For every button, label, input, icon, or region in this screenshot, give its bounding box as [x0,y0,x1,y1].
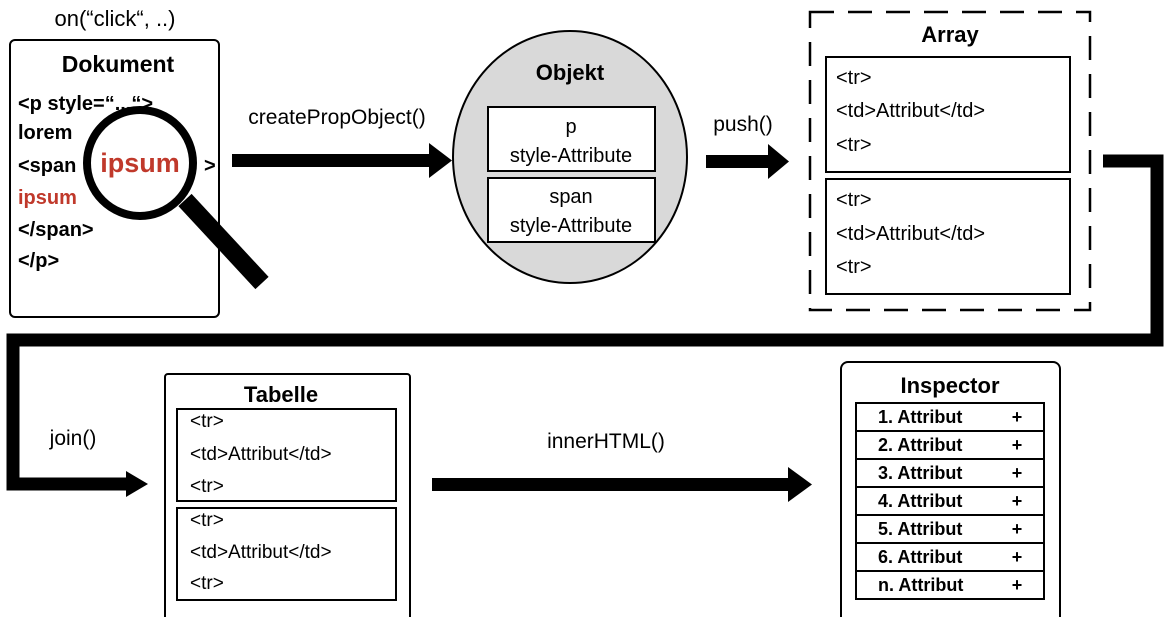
inspector-row[interactable]: 6. Attribut + [855,542,1045,572]
tabelle-box-1 [176,408,397,502]
tabelle-box-1-line-1: <tr> [190,411,224,432]
inspector-row[interactable]: 3. Attribut + [855,458,1045,488]
tabelle-box-2-line-3: <tr> [190,573,224,594]
objekt-box-span [487,177,656,243]
inspector-row-frame [855,458,1045,488]
inspector-row-label: 2. Attribut [878,435,962,455]
inspector-row-frame [855,430,1045,460]
inspector-row-label: 1. Attribut [878,407,962,427]
expand-plus-icon[interactable]: + [1012,491,1023,511]
objekt-box-p-tag: p [565,116,576,138]
tabelle-title: Tabelle [244,382,318,407]
array-box-2 [825,178,1071,295]
inspector-row[interactable]: n. Attribut + [855,570,1045,600]
array-box-1-line-2: <td>Attribut</td> [836,100,985,122]
arrow-to-objekt [232,143,452,178]
array-box-2-line-1: <tr> [836,189,872,211]
expand-plus-icon[interactable]: + [1012,407,1023,427]
expand-plus-icon[interactable]: + [1012,463,1023,483]
inspector-row-frame [855,542,1045,572]
tabelle-box-2 [176,507,397,601]
dokument-line-ipsum: ipsum [18,187,77,209]
dokument-line-span-open: <span [18,155,76,177]
inspector-row-label: n. Attribut [878,575,963,595]
inspector-row-frame [855,402,1045,432]
tabelle-box-1-line-3: <tr> [190,476,224,497]
inspector-row[interactable]: 5. Attribut + [855,514,1045,544]
expand-plus-icon[interactable]: + [1012,575,1023,595]
tabelle-box-1-line-2: <td>Attribut</td> [190,444,332,465]
inspector-row[interactable]: 2. Attribut + [855,430,1045,460]
inspector-rows: 1. Attribut +2. Attribut +3. Attribut +4. A… [855,402,1045,600]
innerhtml-label: innerHTML() [547,430,665,453]
inspector-row-label: 6. Attribut [878,547,962,567]
inspector-row[interactable]: 1. Attribut + [855,402,1045,432]
inspector-row-label: 3. Attribut [878,463,962,483]
array-box-1-line-1: <tr> [836,67,872,89]
objekt-box-p-attr: style-Attribute [510,145,632,167]
tabelle-box-2-line-2: <td>Attribut</td> [190,542,332,563]
dokument-line-span-close-bracket: > [204,155,216,177]
magnifier-icon [83,106,269,290]
inspector-row-frame [855,486,1045,516]
objekt-box-span-attr: style-Attribute [510,215,632,237]
dokument-line-lorem: lorem [18,122,72,144]
inspector-row-label: 5. Attribut [878,519,962,539]
inspector-title: Inspector [900,373,999,398]
create-prop-object-label: createPropObject() [248,106,425,129]
event-label: on(“click“, ..) [55,6,176,31]
connector-array-to-tabelle [6,154,1164,497]
array-title: Array [921,22,979,47]
dokument-title: Dokument [62,51,175,77]
objekt-box-span-tag: span [549,186,592,208]
objekt-box-p [487,106,656,172]
join-label: join() [49,427,97,450]
dokument-line-span-end: </span> [18,219,94,241]
expand-plus-icon[interactable]: + [1012,435,1023,455]
push-label: push() [713,113,773,136]
inspector-row-frame [855,570,1045,600]
arrow-to-inspector [432,467,812,502]
expand-plus-icon[interactable]: + [1012,519,1023,539]
array-box-1-line-3: <tr> [836,134,872,156]
array-box-1 [825,56,1071,173]
magnified-word: ipsum [100,148,180,178]
dokument-line-p-open: <p style=“...“> [18,93,153,115]
array-box-2-line-3: <tr> [836,256,872,278]
expand-plus-icon[interactable]: + [1012,547,1023,567]
inspector-row-label: 4. Attribut [878,491,962,511]
dokument-line-p-end: </p> [18,250,59,272]
array-box-2-line-2: <td>Attribut</td> [836,223,985,245]
tabelle-box-2-line-1: <tr> [190,510,224,531]
objekt-title: Objekt [536,60,605,85]
inspector-row-frame [855,514,1045,544]
array-dashed-frame [808,10,1092,312]
inspector-row[interactable]: 4. Attribut + [855,486,1045,516]
arrow-to-array [706,144,789,179]
